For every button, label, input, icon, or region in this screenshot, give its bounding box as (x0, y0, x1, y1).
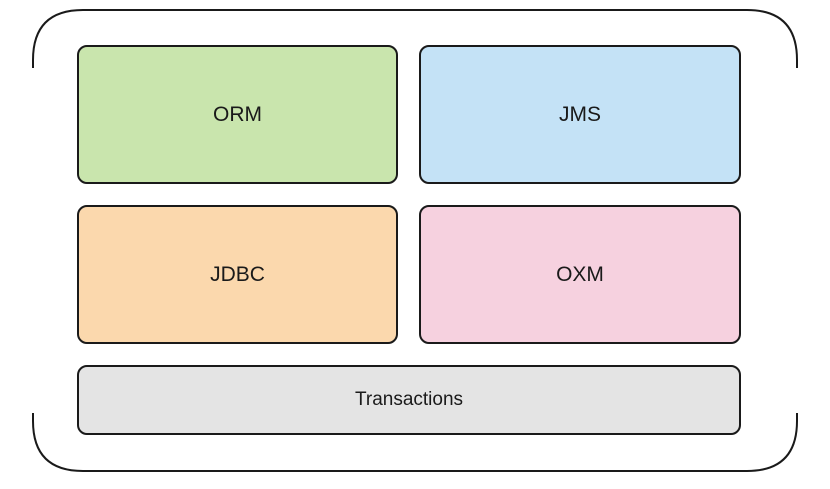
module-oxm: OXM (419, 205, 741, 344)
module-orm: ORM (77, 45, 398, 184)
module-jms: JMS (419, 45, 741, 184)
frame-top-bracket (32, 9, 798, 68)
transactions-label: Transactions (354, 389, 464, 410)
module-oxm-label: OXM (556, 262, 604, 286)
module-jms-label: JMS (559, 102, 601, 126)
module-orm-label: ORM (213, 102, 262, 126)
module-jdbc: JDBC (77, 205, 398, 344)
module-jdbc-label: JDBC (210, 262, 265, 286)
transactions-bar: Transactions (77, 365, 741, 435)
frame-bottom-bracket (32, 413, 798, 472)
